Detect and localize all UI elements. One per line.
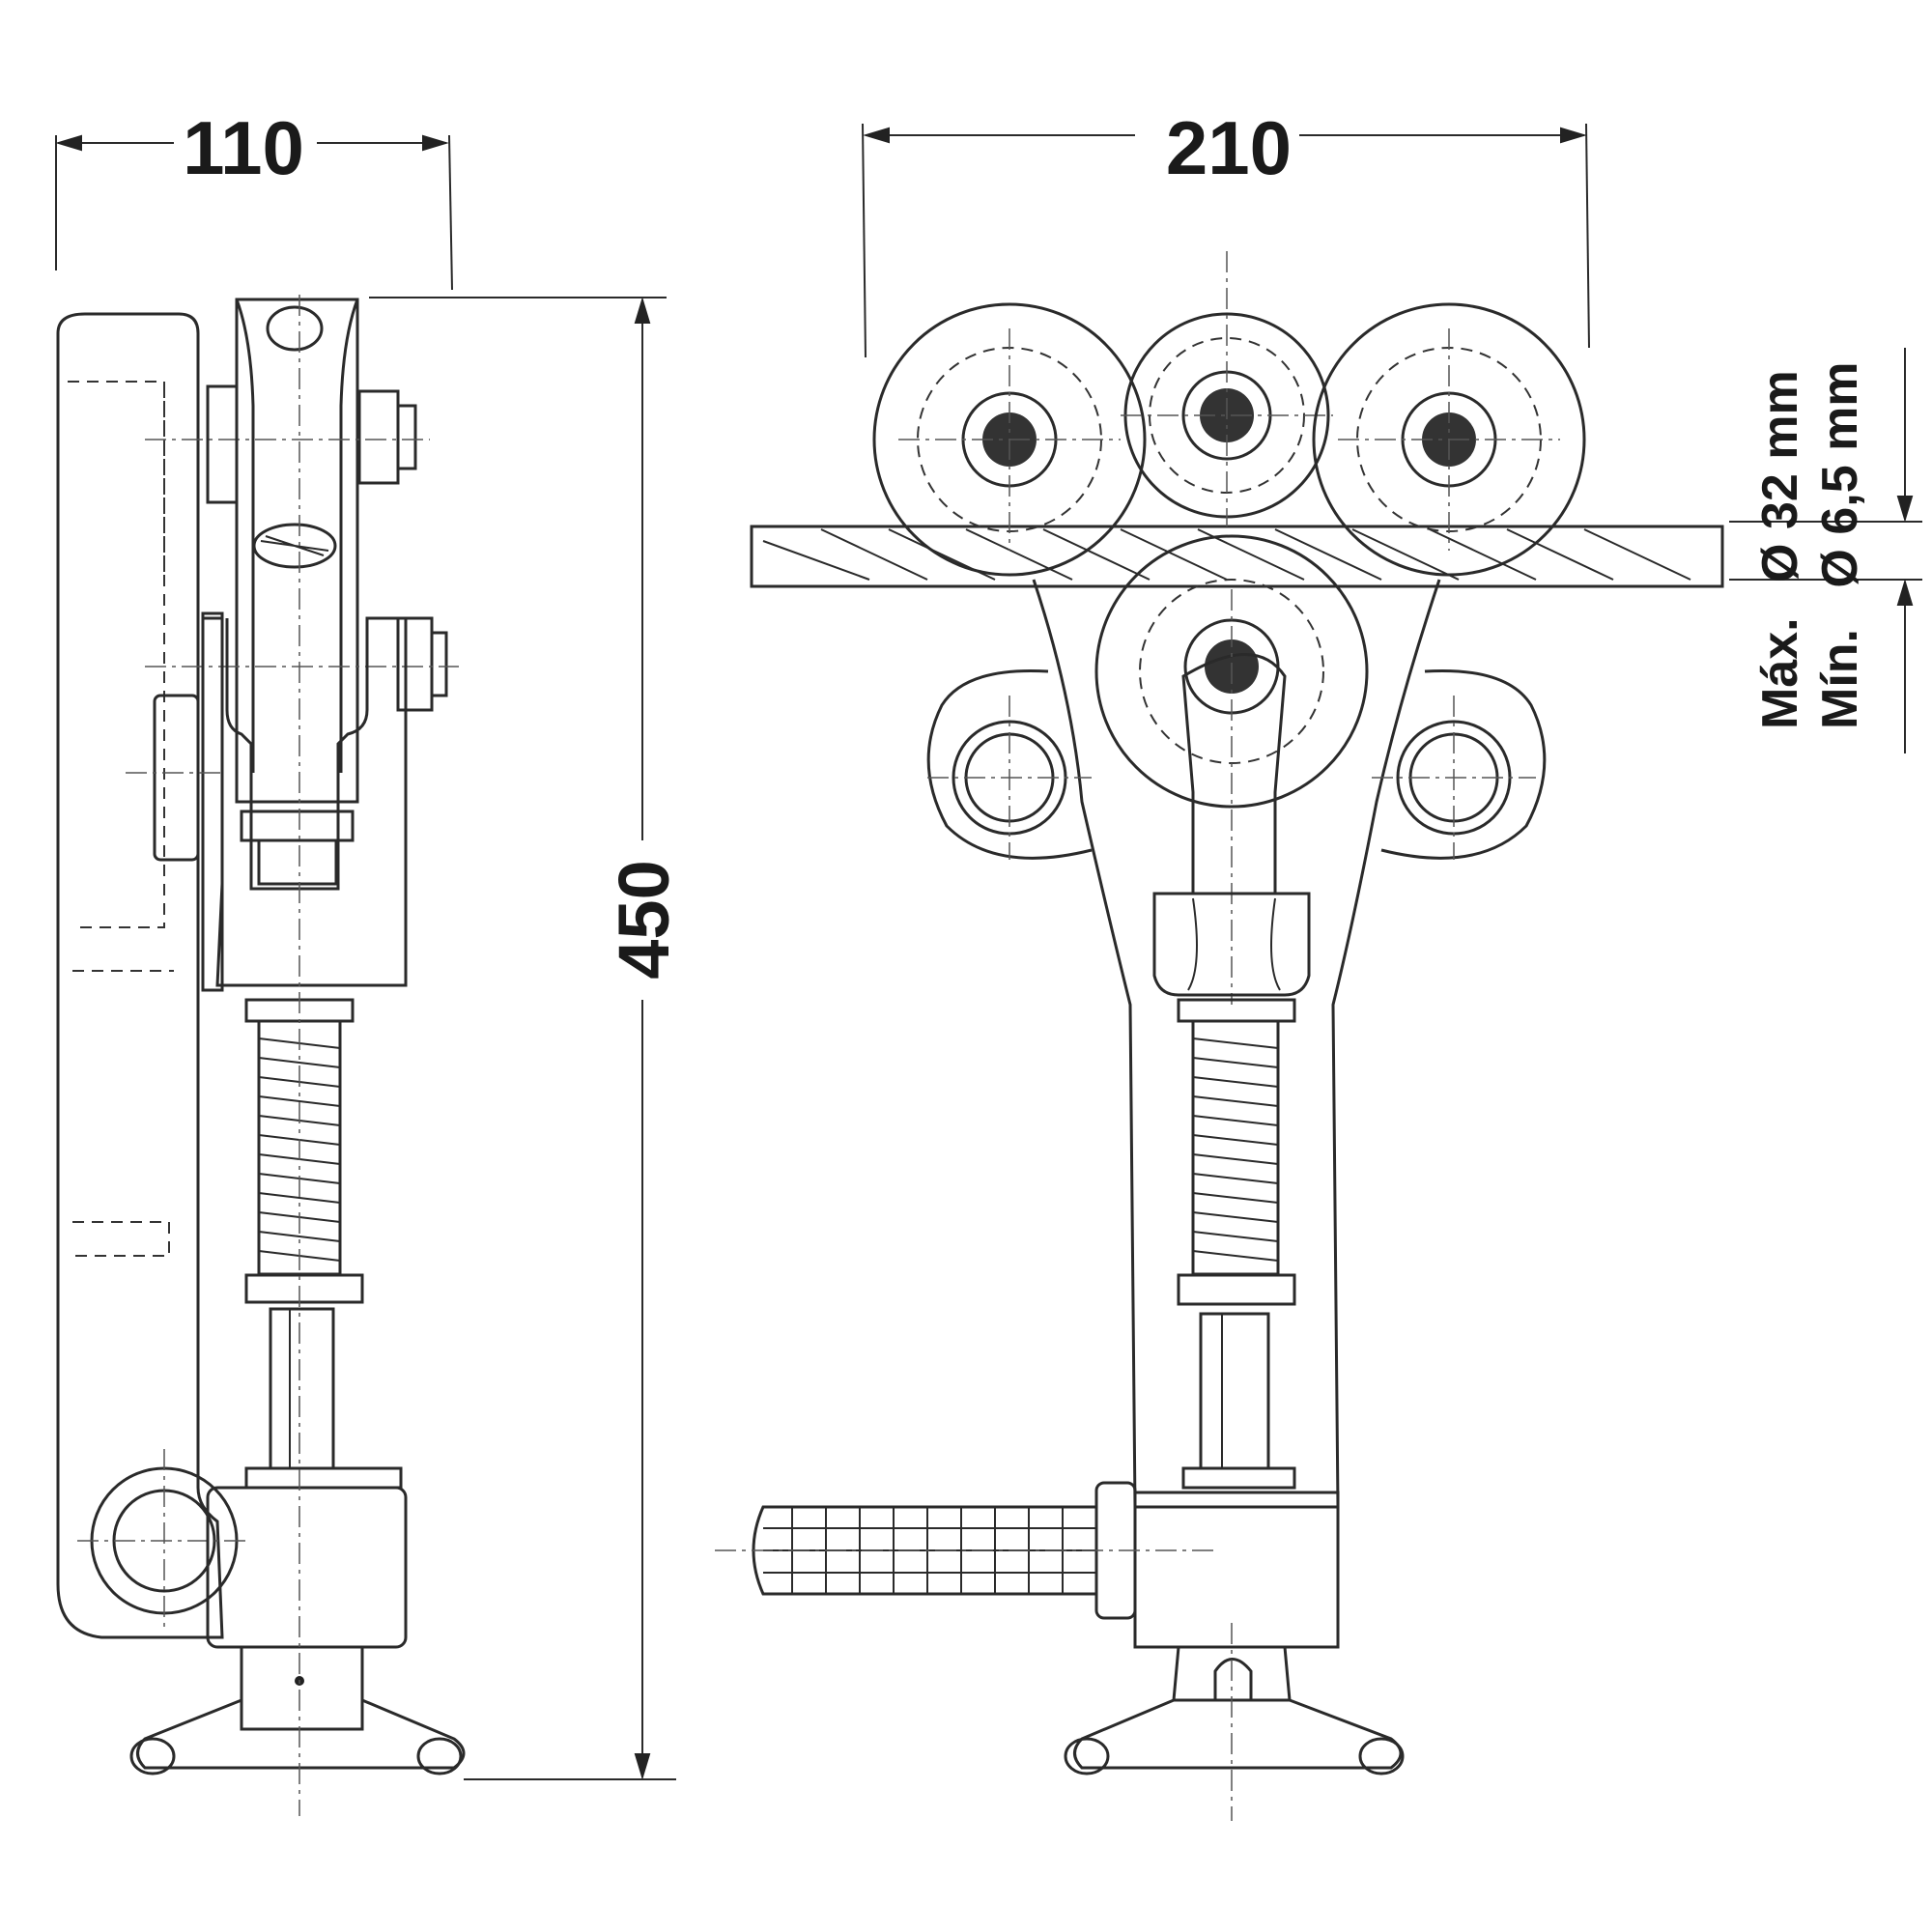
side-frame-plate: [56, 312, 224, 1639]
front-roller-left: [872, 302, 1147, 577]
side-view: [56, 295, 466, 1816]
side-spring: [244, 998, 364, 1304]
front-roller-arm: [1181, 653, 1287, 895]
side-clamp-block: [244, 1466, 403, 1490]
front-cable: [750, 525, 1724, 588]
dimension-110-label: 110: [183, 105, 304, 190]
front-view: [715, 251, 1724, 1821]
min-label: Mín.: [1812, 629, 1868, 729]
side-lower-bracket: [203, 616, 408, 987]
dimension-110: 110: [55, 105, 453, 291]
side-foot: [129, 1645, 466, 1776]
front-clamp-block: [1181, 1466, 1296, 1490]
front-foot: [1064, 1623, 1405, 1821]
max-label: Máx.: [1752, 617, 1808, 729]
side-cable-section: [252, 523, 337, 569]
front-shaft: [1199, 1312, 1270, 1470]
dimension-450-label: 450: [604, 860, 684, 979]
svg-text:Mín. Ø 6,5 mm: Mín. Ø 6,5 mm: [1812, 361, 1868, 729]
svg-text:Máx. Ø 32 mm: Máx. Ø 32 mm: [1752, 370, 1808, 729]
front-body-plate: [1032, 579, 1441, 1509]
side-eye-ring: [77, 1449, 251, 1633]
front-right-lobe: [1372, 668, 1547, 860]
dimension-450: 450: [369, 297, 684, 1780]
cable-diameter-dimension: Máx. Ø 32 mm Mín. Ø 6,5 mm: [1729, 348, 1922, 753]
front-handle: [715, 1481, 1217, 1620]
dimension-210-label: 210: [1166, 105, 1292, 190]
front-left-lobe: [926, 668, 1093, 860]
side-shaft: [269, 1307, 335, 1470]
max-value: Ø 32 mm: [1752, 370, 1808, 582]
front-adjust-knob: [1152, 892, 1311, 997]
front-roller-right: [1312, 302, 1586, 577]
front-roller-middle: [1121, 251, 1333, 526]
dimension-210: 210: [862, 105, 1590, 358]
side-pulley-housing: [235, 298, 359, 804]
min-value: Ø 6,5 mm: [1812, 361, 1868, 587]
front-spring: [1177, 998, 1296, 1306]
